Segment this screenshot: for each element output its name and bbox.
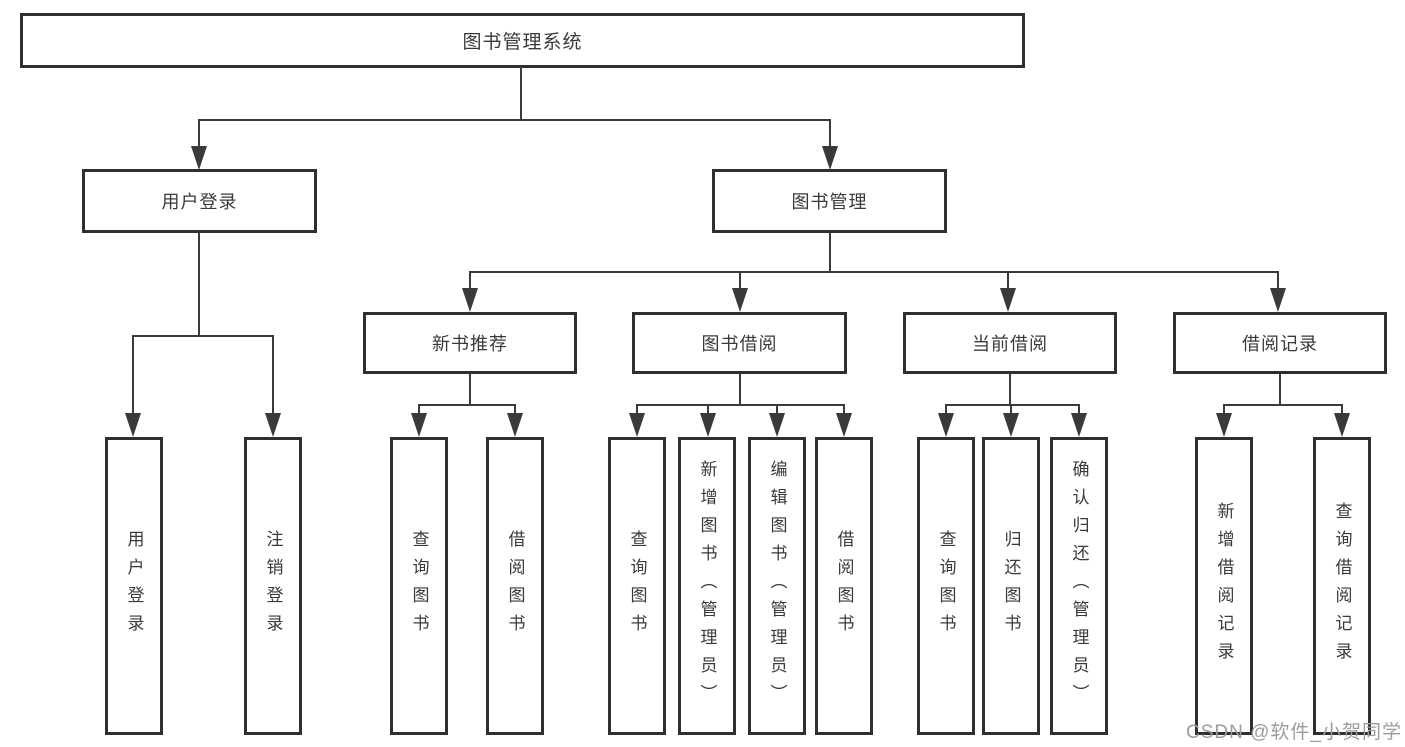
edge-userlogin-stem <box>198 233 200 337</box>
edge-drop <box>418 404 420 418</box>
leaf-borrow-books-recommend-label: 借阅图书 <box>505 530 525 642</box>
edge-drop <box>636 404 638 418</box>
arrowhead-borrowing-records <box>1270 288 1286 312</box>
node-borrowing-records: 借阅记录 <box>1173 312 1387 374</box>
edge-drop <box>945 404 947 418</box>
leaf-edit-book-admin-label: 编辑图书（管理员） <box>767 460 787 712</box>
leaf-borrow-books-recommend: 借阅图书 <box>486 437 544 735</box>
edge-bookmgmt-stem <box>829 233 831 273</box>
edge-drop <box>1007 271 1009 291</box>
edge-rail <box>419 404 516 406</box>
arrowhead-leaf <box>700 413 716 437</box>
arrowhead-leaf <box>836 413 852 437</box>
edge-bookmgmt-rail <box>470 271 1279 273</box>
edge-drop <box>514 404 516 418</box>
edge-drop <box>776 404 778 418</box>
leaf-return-books-label: 归还图书 <box>1001 530 1021 642</box>
leaf-query-books-borrow-label: 查询图书 <box>627 530 647 642</box>
leaf-confirm-return-admin-label: 确认归还（管理员） <box>1069 460 1089 712</box>
arrowhead-leaf <box>1216 413 1232 437</box>
arrowhead-leaf <box>411 413 427 437</box>
leaf-query-borrow-record-label: 查询借阅记录 <box>1332 502 1352 670</box>
leaf-query-books-recommend: 查询图书 <box>390 437 448 735</box>
leaf-user-login-label: 用户登录 <box>124 530 144 642</box>
arrowhead-new-book-recommend <box>462 288 478 312</box>
edge-drop <box>198 119 200 147</box>
arrowhead-leaf <box>1334 413 1350 437</box>
arrowhead-leaf <box>1003 413 1019 437</box>
edge-drop <box>1341 404 1343 418</box>
arrowhead-current-borrowing <box>1000 288 1016 312</box>
arrowhead-leaf <box>938 413 954 437</box>
leaf-add-book-admin-label: 新增图书（管理员） <box>697 460 717 712</box>
edge-rail <box>637 404 845 406</box>
edge-rail <box>1224 404 1343 406</box>
arrowhead-leaf <box>769 413 785 437</box>
arrowhead-leaf <box>125 413 141 437</box>
leaf-return-books: 归还图书 <box>982 437 1040 735</box>
node-book-management: 图书管理 <box>712 169 947 233</box>
leaf-query-books-current: 查询图书 <box>917 437 975 735</box>
arrowhead-user-login <box>191 146 207 170</box>
edge-rail <box>946 404 1080 406</box>
leaf-add-book-admin: 新增图书（管理员） <box>678 437 736 735</box>
leaf-borrow-books-label: 借阅图书 <box>834 530 854 642</box>
edge-drop <box>843 404 845 418</box>
edge-drop <box>1223 404 1225 418</box>
edge-drop <box>829 119 831 147</box>
edge-drop <box>469 271 471 291</box>
leaf-confirm-return-admin: 确认归还（管理员） <box>1050 437 1108 735</box>
leaf-add-borrow-record-label: 新增借阅记录 <box>1214 502 1234 670</box>
leaf-add-borrow-record: 新增借阅记录 <box>1195 437 1253 735</box>
leaf-logout: 注销登录 <box>244 437 302 735</box>
edge-drop <box>1078 404 1080 418</box>
arrowhead-leaf <box>629 413 645 437</box>
edge-drop <box>272 335 274 417</box>
arrowhead-leaf <box>1071 413 1087 437</box>
node-book-borrowing: 图书借阅 <box>632 312 847 374</box>
leaf-logout-label: 注销登录 <box>263 530 283 642</box>
arrowhead-book-borrowing <box>732 288 748 312</box>
edge-stem <box>739 374 741 406</box>
node-library-management-system: 图书管理系统 <box>20 13 1025 68</box>
edge-drop <box>707 404 709 418</box>
edge-stem <box>469 374 471 406</box>
edge-root-stem <box>520 66 522 120</box>
arrowhead-leaf <box>265 413 281 437</box>
edge-drop <box>1277 271 1279 291</box>
leaf-query-books-current-label: 查询图书 <box>936 530 956 642</box>
node-new-book-recommend: 新书推荐 <box>363 312 577 374</box>
node-current-borrowing: 当前借阅 <box>903 312 1117 374</box>
node-user-login: 用户登录 <box>82 169 317 233</box>
leaf-query-borrow-record: 查询借阅记录 <box>1313 437 1371 735</box>
arrowhead-leaf <box>507 413 523 437</box>
leaf-borrow-books: 借阅图书 <box>815 437 873 735</box>
edge-stem <box>1009 374 1011 406</box>
edge-userlogin-rail <box>133 335 274 337</box>
edge-drop <box>739 271 741 291</box>
csdn-watermark: CSDN @软件_小贺同学 <box>1186 722 1402 743</box>
leaf-user-login: 用户登录 <box>105 437 163 735</box>
edge-stem <box>1279 374 1281 406</box>
leaf-query-books-recommend-label: 查询图书 <box>409 530 429 642</box>
edge-drop <box>1010 404 1012 418</box>
leaf-query-books-borrow: 查询图书 <box>608 437 666 735</box>
arrowhead-book-management <box>822 146 838 170</box>
edge-root-rail <box>199 119 831 121</box>
edge-drop <box>132 335 134 417</box>
leaf-edit-book-admin: 编辑图书（管理员） <box>748 437 806 735</box>
